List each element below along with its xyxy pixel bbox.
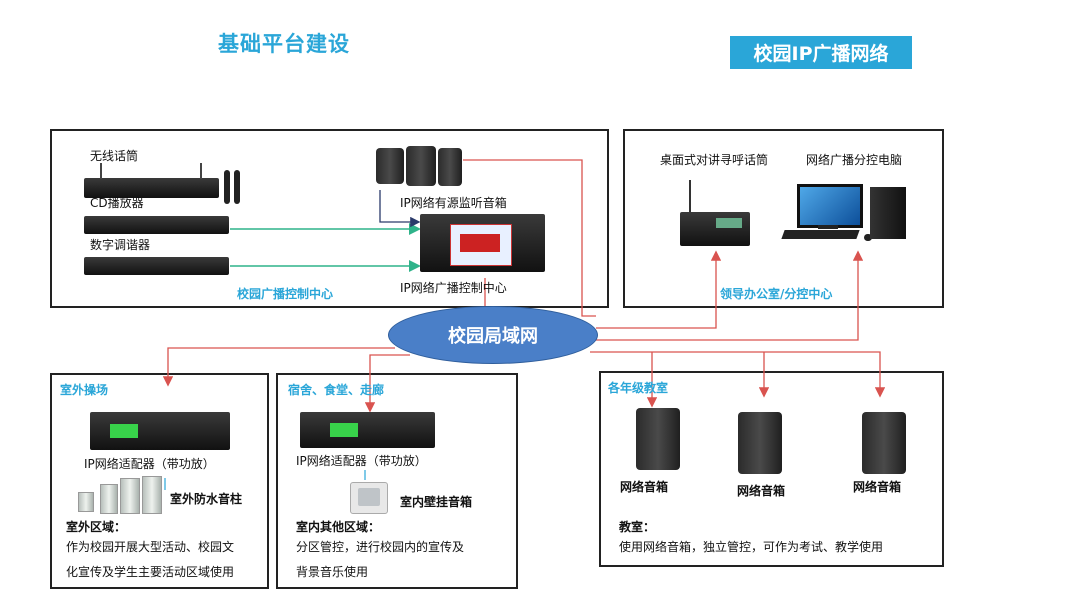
desktop-mic-base [680, 212, 750, 246]
monitor-speaker-right [406, 146, 436, 186]
desktop-mic-label: 桌面式对讲寻呼话筒 [660, 153, 769, 167]
wireless-mic-label: 无线话筒 [90, 149, 139, 163]
control-center-area-label: 校园广播控制中心 [237, 287, 334, 301]
outdoor-desc-line1: 作为校园开展大型活动、校园文 [66, 540, 235, 554]
keyboard-icon [781, 230, 860, 239]
outdoor-desc-line2: 化宣传及学生主要活动区域使用 [66, 565, 235, 579]
outdoor-zone-label: 室外区域： [66, 520, 127, 534]
indoor-zone-label: 室内其他区域： [296, 520, 381, 534]
rack-display [460, 234, 500, 252]
mic-lcd [716, 218, 742, 228]
indoor-adapter-label: IP网络适配器（带功放） [296, 454, 427, 468]
ip-center-label: IP网络广播控制中心 [400, 281, 507, 295]
cd-player-label: CD播放器 [90, 196, 144, 210]
network-speaker [738, 412, 782, 474]
ip-control-center-rack [420, 214, 545, 272]
monitor-icon [797, 184, 863, 228]
indoor-box [276, 373, 518, 589]
handheld-mic-icon [224, 170, 230, 204]
classroom-area-label: 各年级教室 [608, 381, 669, 395]
monitor-speaker-back [438, 148, 462, 186]
network-speaker-label: 网络音箱 [853, 480, 902, 494]
outdoor-speaker-label: 室外防水音柱 [170, 492, 243, 506]
monitor-speaker-label: IP网络有源监听音箱 [400, 196, 507, 210]
gooseneck-mic-icon [689, 180, 691, 214]
handheld-mic-icon [234, 170, 240, 204]
indoor-adapter [300, 412, 435, 448]
indoor-desc-line1: 分区管控，进行校园内的宣传及 [296, 540, 465, 554]
antenna-right [200, 163, 202, 179]
mouse-icon [864, 234, 872, 241]
tuner [84, 257, 229, 275]
network-speaker-label: 网络音箱 [737, 484, 786, 498]
outdoor-column-speaker [100, 484, 118, 514]
outdoor-adapter [90, 412, 230, 450]
adapter-lcd [330, 423, 358, 437]
indoor-speaker-label: 室内壁挂音箱 [400, 495, 473, 509]
monitor-speaker-left [376, 148, 404, 184]
indoor-area-label: 宿舍、食堂、走廊 [288, 383, 385, 397]
indoor-desc-line2: 背景音乐使用 [296, 565, 369, 579]
wall-speaker-grille [358, 488, 380, 506]
classroom-zone-label: 教室： [619, 520, 656, 534]
outdoor-column-speaker [78, 492, 94, 512]
outdoor-column-speaker [142, 476, 162, 514]
network-speaker-label: 网络音箱 [620, 480, 669, 494]
outdoor-area-label: 室外操场 [60, 383, 109, 397]
outdoor-column-speaker [120, 478, 140, 514]
computer-label: 网络广播分控电脑 [806, 153, 903, 167]
monitor-stand [818, 225, 838, 229]
outdoor-adapter-label: IP网络适配器（带功放） [84, 457, 215, 471]
wireless-receiver [84, 178, 219, 198]
campus-lan: 校园局域网 [388, 306, 598, 364]
adapter-lcd [110, 424, 138, 438]
antenna-left [100, 163, 102, 179]
network-speaker [636, 408, 680, 470]
cd-player [84, 216, 229, 234]
classroom-desc: 使用网络音箱，独立管控，可作为考试、教学使用 [619, 540, 884, 554]
tuner-label: 数字调谐器 [90, 238, 151, 252]
pc-tower-icon [870, 187, 906, 239]
network-speaker [862, 412, 906, 474]
section-badge: 校园IP广播网络 [730, 36, 912, 69]
page-title: 基础平台建设 [218, 32, 350, 56]
office-area-label: 领导办公室/分控中心 [720, 287, 833, 301]
wall-speaker-icon [350, 482, 388, 514]
